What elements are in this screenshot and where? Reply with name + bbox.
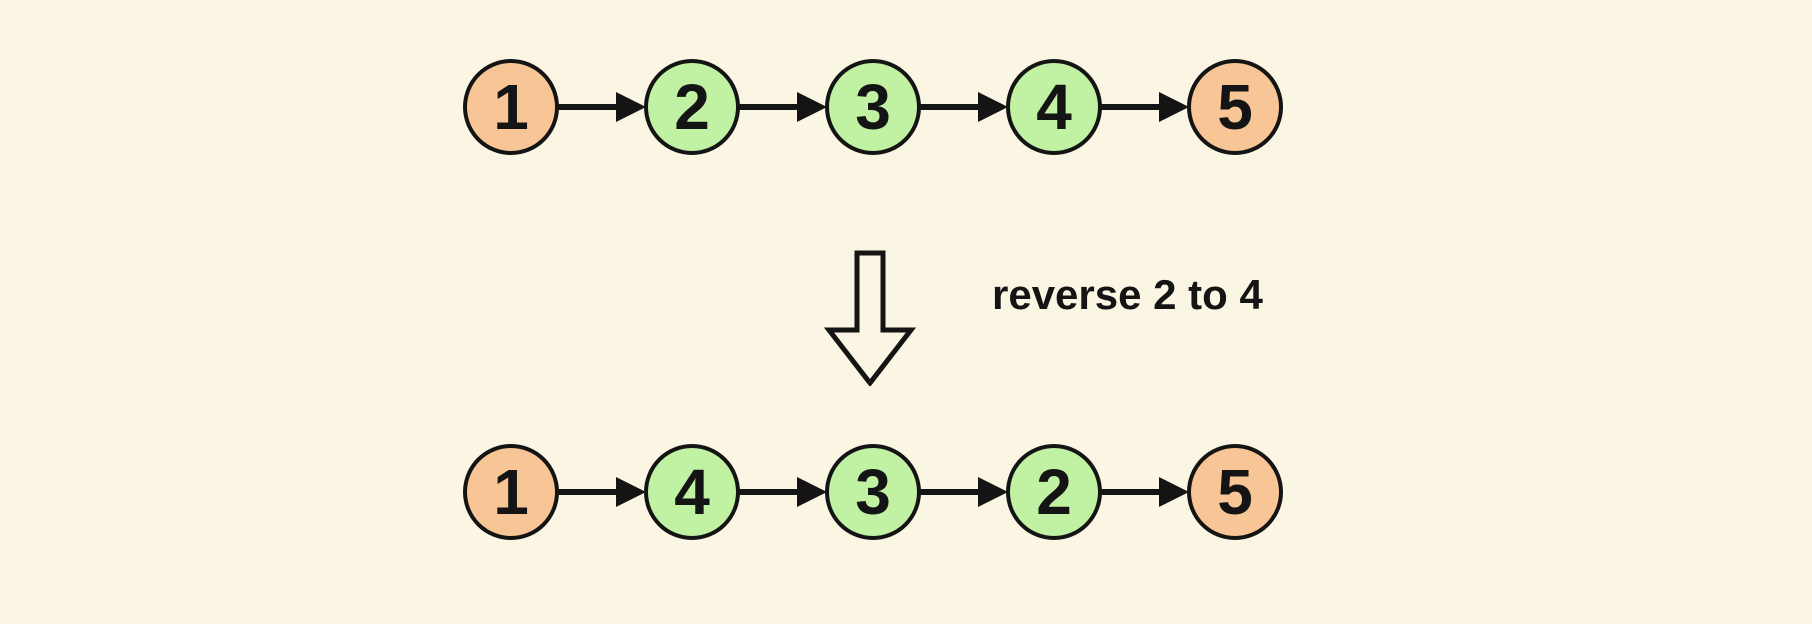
list-node: 2 bbox=[644, 59, 740, 155]
arrow-head-icon bbox=[616, 477, 646, 507]
arrow-shaft bbox=[1100, 104, 1163, 110]
next-pointer-arrow bbox=[1100, 59, 1189, 155]
list-node: 5 bbox=[1187, 444, 1283, 540]
list-node: 4 bbox=[644, 444, 740, 540]
arrow-head-icon bbox=[616, 92, 646, 122]
operation-label: reverse 2 to 4 bbox=[992, 271, 1263, 318]
arrow-head-icon bbox=[1159, 92, 1189, 122]
list-node: 5 bbox=[1187, 59, 1283, 155]
next-pointer-arrow bbox=[738, 59, 827, 155]
list-node: 2 bbox=[1006, 444, 1102, 540]
arrow-shaft bbox=[1100, 489, 1163, 495]
arrow-shaft bbox=[919, 104, 982, 110]
next-pointer-arrow bbox=[919, 59, 1008, 155]
down-arrow-icon bbox=[823, 250, 917, 386]
list-node: 3 bbox=[825, 444, 921, 540]
list-node: 4 bbox=[1006, 59, 1102, 155]
list-node: 3 bbox=[825, 59, 921, 155]
next-pointer-arrow bbox=[738, 444, 827, 540]
arrow-head-icon bbox=[1159, 477, 1189, 507]
next-pointer-arrow bbox=[557, 59, 646, 155]
linked-list-original: 1 2 3 4 5 bbox=[463, 59, 1283, 155]
arrow-shaft bbox=[738, 489, 801, 495]
list-node: 1 bbox=[463, 444, 559, 540]
linked-list-reversed: 1 4 3 2 5 bbox=[463, 444, 1283, 540]
arrow-head-icon bbox=[978, 477, 1008, 507]
list-node: 1 bbox=[463, 59, 559, 155]
next-pointer-arrow bbox=[1100, 444, 1189, 540]
arrow-shaft bbox=[557, 104, 620, 110]
arrow-shaft bbox=[557, 489, 620, 495]
next-pointer-arrow bbox=[557, 444, 646, 540]
arrow-head-icon bbox=[797, 92, 827, 122]
arrow-head-icon bbox=[978, 92, 1008, 122]
arrow-head-icon bbox=[797, 477, 827, 507]
arrow-shaft bbox=[738, 104, 801, 110]
next-pointer-arrow bbox=[919, 444, 1008, 540]
arrow-shaft bbox=[919, 489, 982, 495]
